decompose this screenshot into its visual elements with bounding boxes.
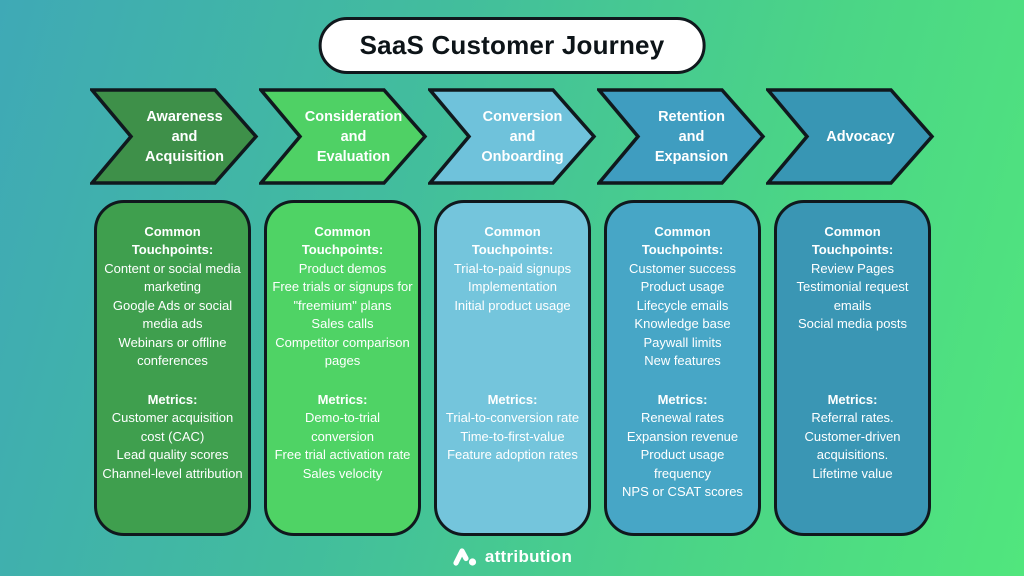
metric-item: Demo-to-trial conversion: [304, 410, 381, 444]
metric-item: Expansion revenue: [626, 428, 739, 444]
touchpoint-item: Google Ads or social media ads: [112, 297, 233, 332]
stage-arrow-label-line: and: [509, 128, 536, 145]
stage-arrow-label-line: and: [171, 128, 198, 145]
metric-item: Referral rates.: [811, 410, 894, 426]
page-title: SaaS Customer Journey: [318, 17, 706, 74]
chevron-arrow-shape: [259, 88, 428, 185]
metric-item: NPS or CSAT scores: [622, 484, 743, 500]
touchpoint-item: Social media posts: [797, 316, 908, 332]
stage-card-1: Common Touchpoints: Content or social me…: [94, 200, 251, 536]
metric-item: Free trial activation rate: [274, 447, 411, 463]
stage-arrow-label-line: Retention: [658, 108, 725, 125]
stage-arrow-label-line: and: [678, 128, 705, 145]
chevron-arrow-shape: [597, 88, 766, 185]
touchpoints-heading: Common Touchpoints:: [301, 224, 384, 258]
metric-item: Product usage frequency: [640, 447, 725, 481]
touchpoints-heading: Common Touchpoints:: [131, 224, 214, 258]
stage-touchpoints-section: Common Touchpoints: Content or social me…: [102, 223, 243, 391]
stage-metrics-section: Metrics: Referral rates. Customer-driven …: [782, 391, 923, 483]
metrics-heading: Metrics:: [487, 392, 538, 407]
touchpoints-heading: Common Touchpoints:: [811, 224, 894, 258]
touchpoint-item: Trial-to-paid signups: [453, 260, 572, 276]
touchpoint-item: Content or social media marketing: [104, 260, 241, 295]
attribution-logo-icon: [452, 546, 478, 568]
touchpoint-item: Product demos: [298, 260, 387, 276]
touchpoint-item: Webinars or offline conferences: [118, 334, 227, 369]
stage-touchpoints-section: Common Touchpoints: Trial-to-paid signup…: [442, 223, 583, 391]
stage-arrow-label-line: Advocacy: [826, 128, 895, 145]
touchpoint-item: Product usage: [640, 279, 725, 295]
touchpoints-heading: Common Touchpoints:: [641, 224, 724, 258]
touchpoint-item: Competitor comparison pages: [275, 334, 410, 369]
stage-arrow-label-line: Expansion: [654, 148, 729, 165]
metric-item: Channel-level attribution: [102, 465, 243, 481]
metric-item: Renewal rates: [640, 410, 725, 426]
footer-brand: attribution: [0, 546, 1024, 568]
touchpoint-item: Customer success: [629, 260, 736, 276]
stage-arrow-label-line: Onboarding: [481, 148, 564, 165]
stage-metrics-section: Metrics: Customer acquisition cost (CAC)…: [102, 391, 243, 483]
metric-item: Trial-to-conversion rate: [445, 410, 580, 426]
touchpoint-item: Paywall limits: [643, 334, 722, 350]
stage-arrow-label-line: Awareness: [146, 108, 223, 125]
stage-arrow-label-line: Conversion: [482, 108, 563, 125]
stage-card-3: Common Touchpoints: Trial-to-paid signup…: [434, 200, 591, 536]
metric-item: Customer acquisition cost (CAC): [111, 410, 234, 444]
chevron-arrow-shape: [766, 88, 935, 185]
chevron-arrow-shape: [90, 88, 259, 185]
footer-brand-label: attribution: [484, 547, 573, 566]
stage-arrow-label-line: Consideration: [304, 108, 403, 125]
metrics-heading: Metrics:: [147, 392, 198, 407]
touchpoint-item: New features: [644, 353, 721, 369]
touchpoints-heading: Common Touchpoints:: [471, 224, 554, 258]
metrics-heading: Metrics:: [317, 392, 368, 407]
stage-arrow-label-line: Evaluation: [316, 148, 391, 165]
metric-item: Time-to-first-value: [460, 428, 565, 444]
touchpoint-item: Review Pages: [810, 260, 895, 276]
metrics-heading: Metrics:: [657, 392, 708, 407]
touchpoint-item: Knowledge base: [634, 316, 731, 332]
metric-item: Lead quality scores: [116, 447, 229, 463]
stage-arrow-5: Advocacy: [766, 88, 935, 185]
touchpoint-item: Lifecycle emails: [636, 297, 729, 313]
stage-arrow-label-line: and: [340, 128, 367, 145]
touchpoint-item: Sales calls: [311, 316, 374, 332]
touchpoint-item: Initial product usage: [454, 297, 571, 313]
metric-item: Customer-driven acquisitions.: [804, 428, 901, 463]
metrics-heading: Metrics:: [827, 392, 878, 407]
touchpoint-item: Implementation: [468, 279, 557, 295]
metric-item: Feature adoption rates: [447, 447, 578, 463]
touchpoint-item: Free trials or signups for "freemium" pl…: [272, 279, 413, 313]
chevron-arrow-shape: [428, 88, 597, 185]
stage-arrow-label-line: Acquisition: [145, 148, 224, 165]
stage-arrow-label: Advocacy: [766, 88, 935, 185]
stages-cards-row: Common Touchpoints: Content or social me…: [94, 200, 931, 536]
metric-item: Sales velocity: [302, 465, 383, 481]
touchpoint-item: Testimonial request emails: [796, 279, 909, 313]
metric-item: Lifetime value: [812, 465, 893, 481]
